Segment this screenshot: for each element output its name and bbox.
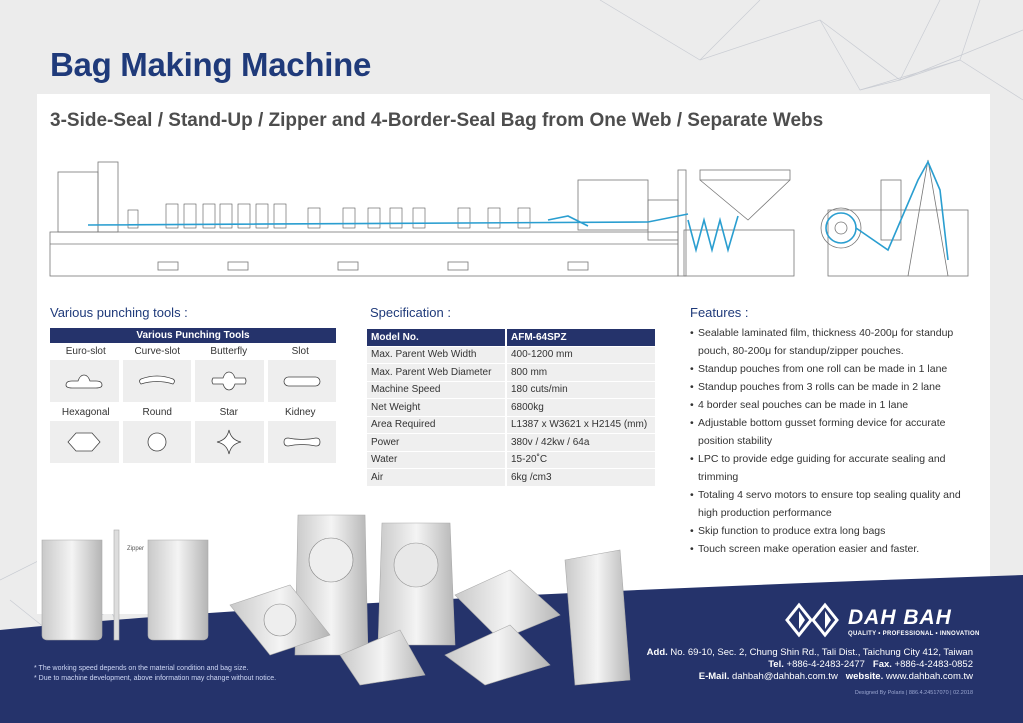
fax-number: +886-4-2483-0852 <box>894 659 973 670</box>
list-item: Touch screen make operation easier and f… <box>690 540 980 558</box>
dahbah-logo-icon <box>785 602 839 638</box>
footnote: * Due to machine development, above info… <box>34 675 277 682</box>
phone-line: Tel. +886-4-2483-2477 Fax. +886-4-2483-0… <box>647 659 973 671</box>
punching-shapes-row-1 <box>50 360 336 402</box>
punch-label: Curve-slot <box>134 346 181 357</box>
punch-label: Kidney <box>284 407 316 418</box>
brand-name: DAH BAH <box>848 606 952 629</box>
star-shape <box>195 421 264 463</box>
spec-value: AFM-64SPZ <box>506 329 655 347</box>
tel-label: Tel. <box>768 659 784 670</box>
spec-key: Air <box>367 468 507 487</box>
spec-value: 380v / 42kw / 64a <box>506 433 655 452</box>
spec-value: 800 mm <box>506 363 655 382</box>
page-title: Bag Making Machine <box>50 46 371 83</box>
spec-heading: Specification : <box>370 305 451 320</box>
list-item: 4 border seal pouches can be made in 1 l… <box>690 396 980 414</box>
punch-label: Hexagonal <box>61 407 110 418</box>
contact-block: Add. No. 69-10, Sec. 2, Chung Shin Rd., … <box>647 647 973 683</box>
list-item: Totaling 4 servo motors to ensure top se… <box>690 486 980 522</box>
round-shape <box>122 421 191 463</box>
punching-table-title: Various Punching Tools <box>50 328 336 343</box>
spec-key: Net Weight <box>367 398 507 417</box>
spec-key: Max. Parent Web Diameter <box>367 363 507 382</box>
spec-key: Max. Parent Web Width <box>367 346 507 364</box>
features-heading: Features : <box>690 305 749 320</box>
punch-label: Star <box>219 407 238 418</box>
address-line: Add. No. 69-10, Sec. 2, Chung Shin Rd., … <box>647 647 973 659</box>
list-item: Sealable laminated film, thickness 40-20… <box>690 324 980 360</box>
website-link[interactable]: www.dahbah.com.tw <box>885 671 973 682</box>
list-item: Standup pouches from 3 rolls can be made… <box>690 378 980 396</box>
list-item: Adjustable bottom gusset forming device … <box>690 414 980 450</box>
punch-label: Euro-slot <box>65 346 106 357</box>
euro-slot-shape <box>50 360 119 402</box>
website-label: website. <box>845 671 884 682</box>
punching-tools-table: Various Punching Tools Euro-slot Curve-s… <box>50 328 336 465</box>
hexagonal-shape <box>50 421 119 463</box>
punch-label: Butterfly <box>210 346 248 357</box>
list-item: Standup pouches from one roll can be mad… <box>690 360 980 378</box>
punch-label: Slot <box>291 346 309 357</box>
spec-key: Model No. <box>367 329 507 347</box>
address-label: Add. <box>646 647 668 658</box>
features-list: Sealable laminated film, thickness 40-20… <box>690 324 980 558</box>
punching-labels-row-2: Hexagonal Round Star Kidney <box>50 404 336 421</box>
tel-number: +886-4-2483-2477 <box>786 659 865 670</box>
butterfly-shape <box>195 360 264 402</box>
brand-tagline: QUALITY • PROFESSIONAL • INNOVATION <box>848 631 980 637</box>
specification-table: Model No. AFM-64SPZ Max. Parent Web Widt… <box>367 329 655 487</box>
fax-label: Fax. <box>872 659 892 670</box>
spec-key: Machine Speed <box>367 381 507 399</box>
slot-shape <box>267 360 336 402</box>
curve-slot-shape <box>122 360 191 402</box>
email-line: E-Mail. dahbah@dahbah.com.tw website. ww… <box>647 671 973 683</box>
page-subtitle: 3-Side-Seal / Stand-Up / Zipper and 4-Bo… <box>50 110 824 131</box>
machine-diagram <box>49 159 969 277</box>
email-label: E-Mail. <box>698 671 730 682</box>
designer-credit: Designed By Polaris | 886.4.24517070 | 0… <box>854 690 973 696</box>
punching-labels-row-1: Euro-slot Curve-slot Butterfly Slot <box>50 343 336 360</box>
email-link[interactable]: dahbah@dahbah.com.tw <box>732 671 838 682</box>
spec-key: Water <box>367 451 507 469</box>
product-pouches-illustration <box>41 514 631 686</box>
zipper-label: Zipper <box>127 546 145 552</box>
spec-header-row: Model No. AFM-64SPZ <box>367 329 655 347</box>
kidney-shape <box>267 421 336 463</box>
spec-value: 15-20˚C <box>506 451 655 469</box>
spec-value: 6800kg <box>506 398 655 417</box>
list-item: LPC to provide edge guiding for accurate… <box>690 450 980 486</box>
spec-key: Power <box>367 433 507 452</box>
spec-key: Area Required <box>367 416 507 434</box>
punch-label: Round <box>142 407 172 418</box>
punching-heading: Various punching tools : <box>50 305 188 320</box>
address-text: No. 69-10, Sec. 2, Chung Shin Rd., Tali … <box>670 647 973 658</box>
spec-value: 6kg /cm3 <box>506 468 655 487</box>
spec-value: 180 cuts/min <box>506 381 655 399</box>
spec-value: L1387 x W3621 x H2145 (mm) <box>506 416 655 434</box>
punching-shapes-row-2 <box>50 421 336 463</box>
list-item: Skip function to produce extra long bags <box>690 522 980 540</box>
spec-value: 400-1200 mm <box>506 346 655 364</box>
footnote: * The working speed depends on the mater… <box>34 665 249 672</box>
